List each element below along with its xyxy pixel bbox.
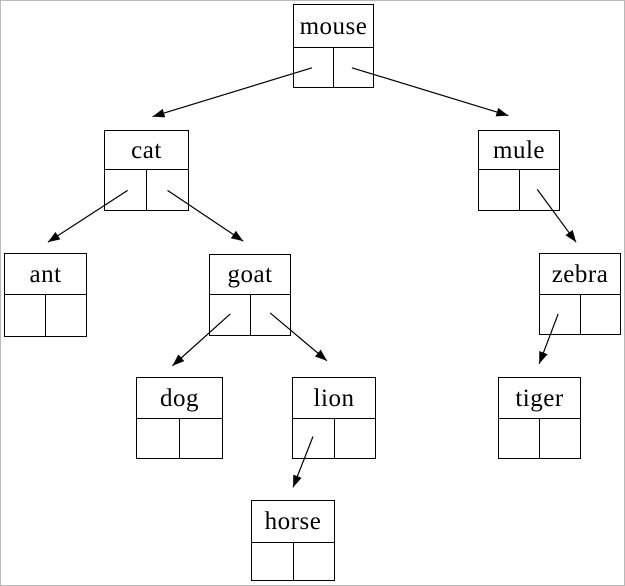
node-right-pointer-cell bbox=[294, 543, 335, 580]
tree-node-mule: mule bbox=[478, 130, 560, 211]
edge-lion-left-to-horse bbox=[292, 436, 314, 488]
node-pointer-cells bbox=[294, 48, 373, 87]
edge-mouse-right-to-mule bbox=[351, 67, 509, 117]
node-label: tiger bbox=[499, 378, 580, 419]
tree-node-horse: horse bbox=[251, 500, 335, 581]
node-pointer-cells bbox=[479, 170, 559, 210]
node-pointer-cells bbox=[540, 295, 620, 334]
node-label: dog bbox=[137, 378, 222, 419]
edge-goat-right-to-lion bbox=[269, 312, 328, 362]
node-pointer-cells bbox=[499, 419, 580, 458]
edge-cat-left-to-ant bbox=[47, 189, 128, 243]
node-left-pointer-cell bbox=[210, 295, 251, 335]
node-pointer-cells bbox=[5, 295, 86, 336]
tree-node-ant: ant bbox=[4, 253, 87, 337]
node-left-pointer-cell bbox=[499, 419, 540, 458]
tree-node-lion: lion bbox=[292, 377, 376, 459]
node-label: mule bbox=[479, 131, 559, 170]
edge-goat-left-to-dog bbox=[172, 313, 231, 367]
edge-zebra-left-to-tiger bbox=[538, 313, 559, 364]
tree-node-dog: dog bbox=[136, 377, 223, 459]
node-left-pointer-cell bbox=[293, 419, 335, 458]
node-left-pointer-cell bbox=[5, 295, 46, 336]
edge-mouse-left-to-cat bbox=[152, 67, 313, 118]
node-right-pointer-cell bbox=[520, 170, 560, 210]
node-pointer-cells bbox=[293, 419, 375, 458]
node-left-pointer-cell bbox=[540, 295, 581, 334]
node-right-pointer-cell bbox=[251, 295, 291, 335]
node-label: ant bbox=[5, 254, 86, 295]
node-right-pointer-cell bbox=[46, 295, 86, 336]
node-right-pointer-cell bbox=[540, 419, 580, 458]
node-left-pointer-cell bbox=[105, 170, 147, 210]
node-left-pointer-cell bbox=[137, 419, 180, 458]
node-left-pointer-cell bbox=[479, 170, 520, 210]
node-right-pointer-cell bbox=[180, 419, 222, 458]
tree-node-cat: cat bbox=[104, 130, 189, 211]
node-right-pointer-cell bbox=[334, 48, 373, 87]
node-label: goat bbox=[210, 255, 290, 295]
node-left-pointer-cell bbox=[294, 48, 334, 87]
node-label: horse bbox=[252, 501, 334, 543]
node-pointer-cells bbox=[137, 419, 222, 458]
node-label: lion bbox=[293, 378, 375, 419]
edge-cat-right-to-goat bbox=[167, 189, 244, 242]
node-right-pointer-cell bbox=[335, 419, 376, 458]
edge-mule-right-to-zebra bbox=[536, 189, 577, 243]
tree-node-tiger: tiger bbox=[498, 377, 581, 459]
node-label: zebra bbox=[540, 254, 620, 295]
node-pointer-cells bbox=[252, 543, 334, 580]
node-pointer-cells bbox=[210, 295, 290, 335]
tree-node-mouse: mouse bbox=[293, 4, 374, 88]
node-right-pointer-cell bbox=[147, 170, 188, 210]
node-pointer-cells bbox=[105, 170, 188, 210]
node-right-pointer-cell bbox=[581, 295, 621, 334]
tree-node-zebra: zebra bbox=[539, 253, 621, 335]
node-label: mouse bbox=[294, 5, 373, 48]
tree-node-goat: goat bbox=[209, 254, 291, 336]
node-left-pointer-cell bbox=[252, 543, 294, 580]
node-label: cat bbox=[105, 131, 188, 170]
